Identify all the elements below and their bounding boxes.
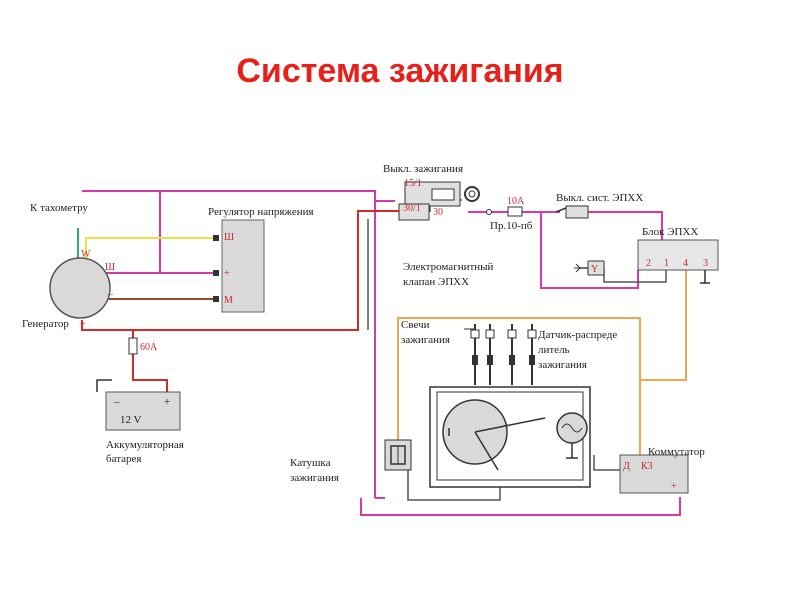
terminal-gen-sh: Ш [105,262,115,273]
label-distributor-2: литель [538,344,570,356]
epxx-switch [555,205,589,219]
terminal-fuse-10a: 10A [507,196,525,207]
label-epxx-switch: Выкл. сист. ЭПХХ [556,192,643,204]
ignition-switch [398,181,480,221]
battery [96,379,181,431]
terminal-sw-15: 15/1 [404,178,422,189]
fuse-10a [507,206,523,217]
label-battery-1: Аккумуляторная [106,439,184,451]
terminal-com-d: Д [623,461,630,472]
label-plugs-2: зажигания [401,334,450,346]
terminal-gen-minus: – [107,289,114,300]
fuse-60a [128,337,138,355]
spark-plug-icon [485,324,495,385]
spark-plugs [464,324,537,385]
page-title: Система зажигания [236,52,564,90]
terminal-blk-4: 4 [683,258,688,269]
spark-plug-icon [470,324,480,385]
terminal-com-plus: + [671,481,677,492]
terminal-gen-w: W [81,249,91,260]
spark-plug-icon [507,324,517,385]
electromagnetic-valve [574,260,605,276]
terminal-reg-m: М [224,295,233,306]
label-coil-2: зажигания [290,472,339,484]
terminal-fuse-60a: 60A [140,342,158,353]
label-fuse-pr: Пр.10-пб [490,220,533,232]
wire-epxx-switch-block [588,211,663,240]
wire-commutator-plus [360,497,681,516]
label-valve-1: Электромагнитный [403,261,494,273]
terminal-gen-plus: + [80,319,86,330]
label-regulator: Регулятор напряжения [208,206,314,218]
terminal-blk-2: 2 [646,258,651,269]
label-coil-1: Катушка [290,457,331,469]
magenta-wires [82,190,681,516]
label-commutator: Коммутатор [648,446,705,458]
terminal-reg-plus: + [224,268,230,279]
label-epxx-block: Блок ЭПХХ [642,226,698,238]
wire-orange-block [640,270,687,381]
orange-wires [397,270,687,455]
wire-gen-plus [81,210,399,331]
wire-yellow-w [85,237,215,258]
ignition-coil [384,439,412,471]
terminal-bat-plus: + [164,396,170,408]
battery-voltage: 12 V [120,414,142,426]
terminal-com-k3: К3 [641,461,653,472]
wire-epxx [468,211,639,289]
terminal-blk-1: 1 [664,258,669,269]
terminal-sw-30-1: 30/1 [403,203,421,214]
generator-icon [49,257,111,319]
label-generator: Генератор [22,318,69,330]
wire-orange-coil [397,317,641,455]
label-plugs-1: Свечи [401,319,430,331]
terminal-blk-3: 3 [703,258,708,269]
label-distributor-1: Датчик-распреде [538,329,617,341]
label-valve-2: клапан ЭПХХ [403,276,469,288]
label-tachometer: К тахометру [30,202,88,214]
commutator [619,454,689,494]
terminal-sw-30: 30 [433,207,443,218]
label-distributor-3: зажигания [538,359,587,371]
distributor [429,386,591,488]
epxx-block [637,239,719,271]
terminal-reg-sh: Ш [224,232,234,243]
wire-tachometer [82,190,395,202]
voltage-regulator [221,219,265,313]
terminal-valve-y: Y [591,264,598,275]
label-battery-2: батарея [106,453,141,465]
label-ignition-switch: Выкл. зажигания [383,163,463,175]
terminal-bat-minus: – [113,396,120,408]
spark-plug-icon [527,324,537,385]
